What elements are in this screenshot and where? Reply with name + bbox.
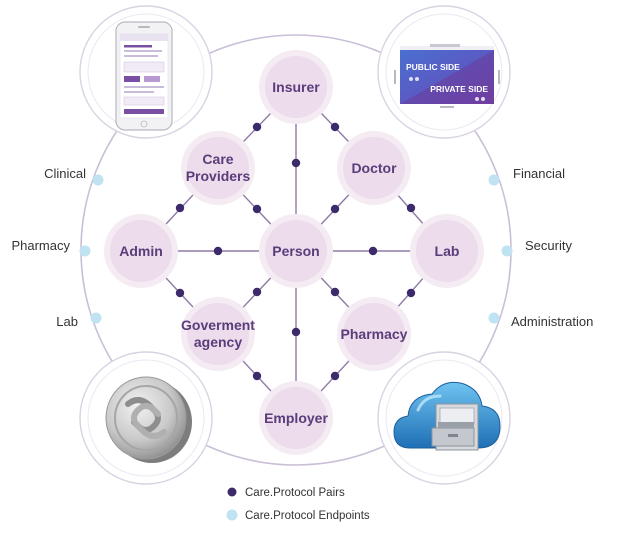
endpoint-dot-security — [501, 245, 513, 257]
node-care-providers-label-2: Providers — [186, 168, 251, 184]
pair-dot — [406, 203, 416, 213]
node-care-providers-label-1: Care — [202, 151, 233, 167]
pair-dot — [175, 203, 185, 213]
bubble-bottom-left — [79, 351, 213, 485]
endpoint-dot-pharmacy — [79, 245, 91, 257]
node-care-providers: Care Providers — [181, 131, 255, 205]
pair-dot — [252, 204, 262, 214]
legend-endpoint-dot — [226, 509, 238, 521]
cloud-cabinet-icon — [393, 381, 501, 451]
legend-endpoints-label: Care.Protocol Endpoints — [245, 510, 370, 522]
node-lab-label: Lab — [435, 243, 460, 259]
node-admin: Admin — [104, 214, 178, 288]
pair-dot — [252, 287, 262, 297]
pair-dot — [252, 122, 262, 132]
side-label-administration: Administration — [511, 314, 593, 329]
node-government-agency: Goverment agency — [181, 297, 255, 371]
side-label-security: Security — [525, 238, 572, 253]
pair-dot — [330, 122, 340, 132]
node-pharmacy-label: Pharmacy — [341, 326, 408, 342]
pair-dot — [330, 204, 340, 214]
node-employer: Employer — [259, 381, 333, 455]
node-government-label-1: Goverment — [181, 317, 255, 333]
pair-dot — [368, 246, 378, 256]
node-person-label: Person — [272, 243, 319, 259]
pair-dot — [330, 287, 340, 297]
side-label-financial: Financial — [513, 166, 565, 181]
node-lab: Lab — [410, 214, 484, 288]
node-person: Person — [259, 214, 333, 288]
pair-dot — [406, 288, 416, 298]
side-label-lab: Lab — [56, 314, 78, 329]
bubble-top-left — [79, 5, 213, 139]
node-government-label-2: agency — [194, 334, 242, 350]
pair-dot — [291, 327, 301, 337]
pair-dots — [175, 122, 416, 381]
pair-dot — [291, 158, 301, 168]
endpoint-dots — [79, 174, 513, 324]
nodes: Insurer Care Providers Doctor Admin Pers… — [104, 50, 484, 455]
node-insurer: Insurer — [259, 50, 333, 124]
endpoint-dot-financial — [488, 174, 500, 186]
pair-dot — [175, 288, 185, 298]
endpoint-dot-clinical — [92, 174, 104, 186]
node-doctor-label: Doctor — [351, 160, 397, 176]
card-private-side: PRIVATE SIDE — [430, 84, 488, 94]
pair-dot — [252, 371, 262, 381]
node-employer-label: Employer — [264, 410, 328, 426]
legend: Care.Protocol Pairs Care.Protocol Endpoi… — [226, 487, 370, 522]
node-admin-label: Admin — [119, 243, 163, 259]
side-label-clinical: Clinical — [44, 166, 86, 181]
side-label-pharmacy: Pharmacy — [11, 238, 70, 253]
coin-icon — [105, 376, 192, 463]
node-pharmacy: Pharmacy — [337, 297, 411, 371]
bubble-top-right: PUBLIC SIDE PRIVATE SIDE — [377, 5, 511, 139]
legend-pair-dot — [227, 487, 237, 497]
endpoint-dot-lab — [90, 312, 102, 324]
pair-dot — [330, 371, 340, 381]
public-private-card-icon: PUBLIC SIDE PRIVATE SIDE — [394, 44, 500, 108]
node-doctor: Doctor — [337, 131, 411, 205]
pair-dot — [213, 246, 223, 256]
smartphone-app-icon — [115, 21, 173, 131]
node-insurer-label: Insurer — [272, 79, 320, 95]
card-public-side: PUBLIC SIDE — [406, 62, 460, 72]
bubble-bottom-right — [377, 351, 511, 485]
endpoint-dot-administration — [488, 312, 500, 324]
legend-pairs-label: Care.Protocol Pairs — [245, 487, 345, 499]
